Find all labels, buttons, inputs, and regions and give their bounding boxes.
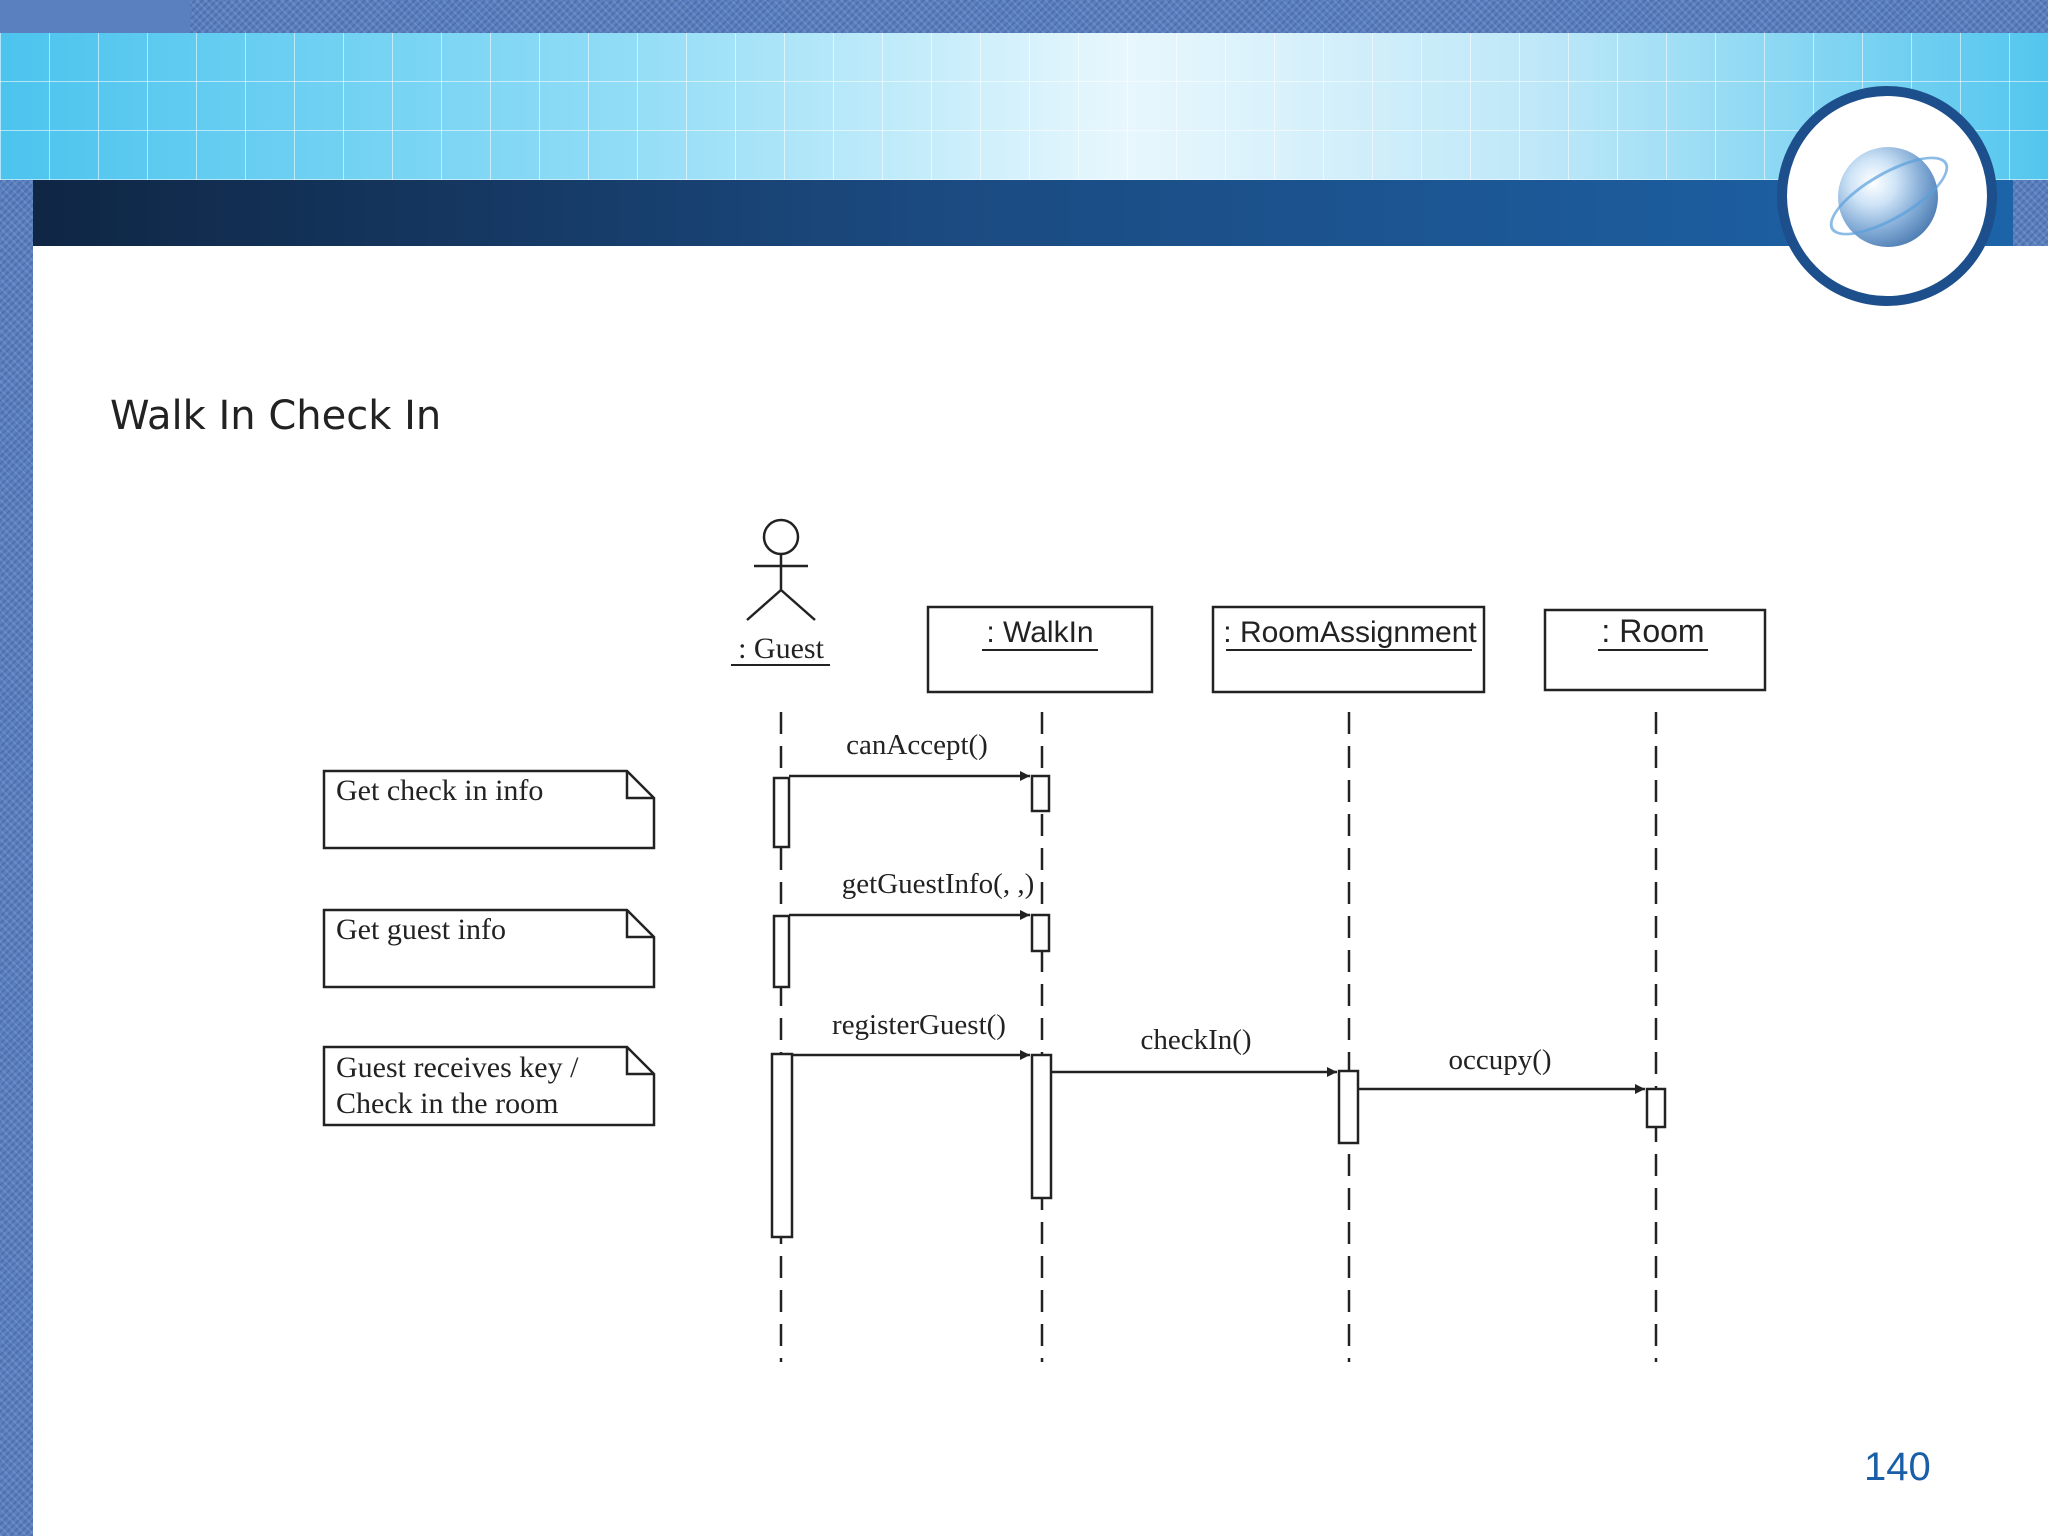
globe-logo-ring <box>1777 86 1997 306</box>
activation-guest-2 <box>772 914 791 989</box>
banner-tab <box>0 0 190 33</box>
actor-head-icon <box>762 518 800 556</box>
note-fold-icon <box>625 1047 654 1076</box>
actor-label: : Guest <box>738 632 824 665</box>
object-label-roomassignment: : RoomAssignment <box>1223 616 1477 649</box>
message-label-registerguest: registerGuest() <box>832 1009 1006 1041</box>
activation-walkin-2 <box>1030 913 1051 953</box>
activation-guest-3 <box>770 1052 794 1239</box>
object-label-walkin: : WalkIn <box>986 616 1093 649</box>
message-label-canaccept: canAccept() <box>846 729 988 761</box>
note-box-1 <box>322 769 656 850</box>
page-number: 140 <box>1864 1452 1931 1482</box>
note-3-line-1: Guest receives key / <box>336 1051 579 1084</box>
header-dark-bar <box>33 180 2013 246</box>
message-label-occupy: occupy() <box>1448 1044 1551 1076</box>
slide-content-area <box>33 246 2048 1536</box>
message-label-getguestinfo: getGuestInfo(, ,) <box>842 868 1034 900</box>
note-3-line-2: Check in the room <box>336 1087 558 1120</box>
note-1-line-1: Get check in info <box>336 774 543 807</box>
activation-roomassignment <box>1337 1069 1360 1145</box>
actor-guest <box>746 518 816 621</box>
note-2-line-1: Get guest info <box>336 913 506 946</box>
slide-title: Walk In Check In <box>110 393 442 439</box>
globe-icon <box>1838 147 1938 247</box>
note-fold-icon <box>625 910 654 939</box>
activation-guest-1 <box>772 776 791 849</box>
activation-room <box>1645 1087 1667 1129</box>
message-label-checkin: checkIn() <box>1140 1024 1251 1056</box>
note-box-2 <box>322 908 656 989</box>
note-box-3 <box>322 1045 656 1127</box>
activation-walkin-3 <box>1030 1053 1053 1200</box>
header-banner <box>0 33 2048 180</box>
note-fold-icon <box>625 771 654 800</box>
object-label-room: : Room <box>1601 613 1704 649</box>
activation-walkin-1 <box>1030 774 1051 813</box>
